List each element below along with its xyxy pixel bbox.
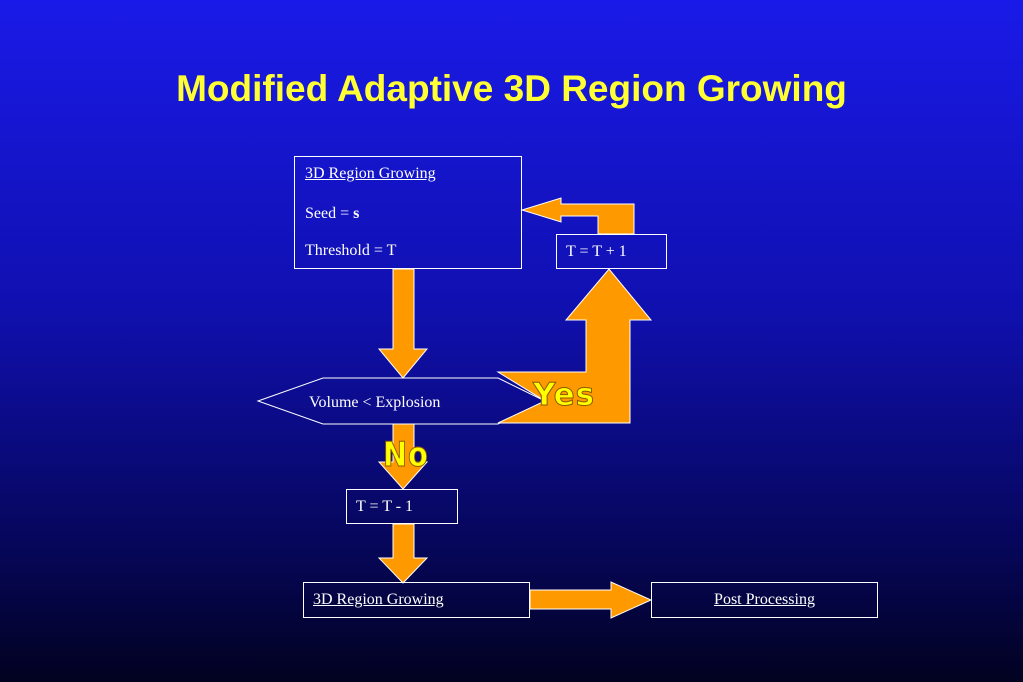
arrow-to-final-growing — [377, 523, 429, 584]
arrow-feedback — [520, 197, 635, 235]
arrow-yes-to-increment — [496, 268, 653, 424]
arrow-to-post-processing — [529, 581, 653, 619]
increment-box: T = T + 1 — [556, 234, 667, 269]
final-region-growing-label: 3D Region Growing — [313, 591, 444, 608]
page-title: Modified Adaptive 3D Region Growing — [176, 68, 847, 109]
seed-label: Seed = — [305, 205, 354, 222]
final-region-growing-box: 3D Region Growing — [303, 582, 530, 618]
no-label: No — [383, 435, 429, 476]
seed-line: Seed = s — [305, 205, 359, 223]
post-processing-label: Post Processing — [714, 591, 815, 608]
increment-label: T = T + 1 — [566, 243, 627, 260]
seed-value: s — [353, 205, 360, 222]
region-growing-heading: 3D Region Growing — [305, 165, 436, 182]
region-growing-box: 3D Region Growing Seed = s Threshold = T — [294, 156, 522, 269]
decrement-label: T = T - 1 — [356, 498, 414, 515]
arrow-no-to-decrement — [377, 423, 429, 490]
yes-label: Yes — [532, 377, 596, 414]
decrement-box: T = T - 1 — [346, 489, 458, 524]
arrow-down-to-decision — [377, 268, 429, 379]
decision-label: Volume < Explosion — [309, 394, 441, 411]
post-processing-box: Post Processing — [651, 582, 878, 618]
threshold-line: Threshold = T — [305, 242, 397, 259]
